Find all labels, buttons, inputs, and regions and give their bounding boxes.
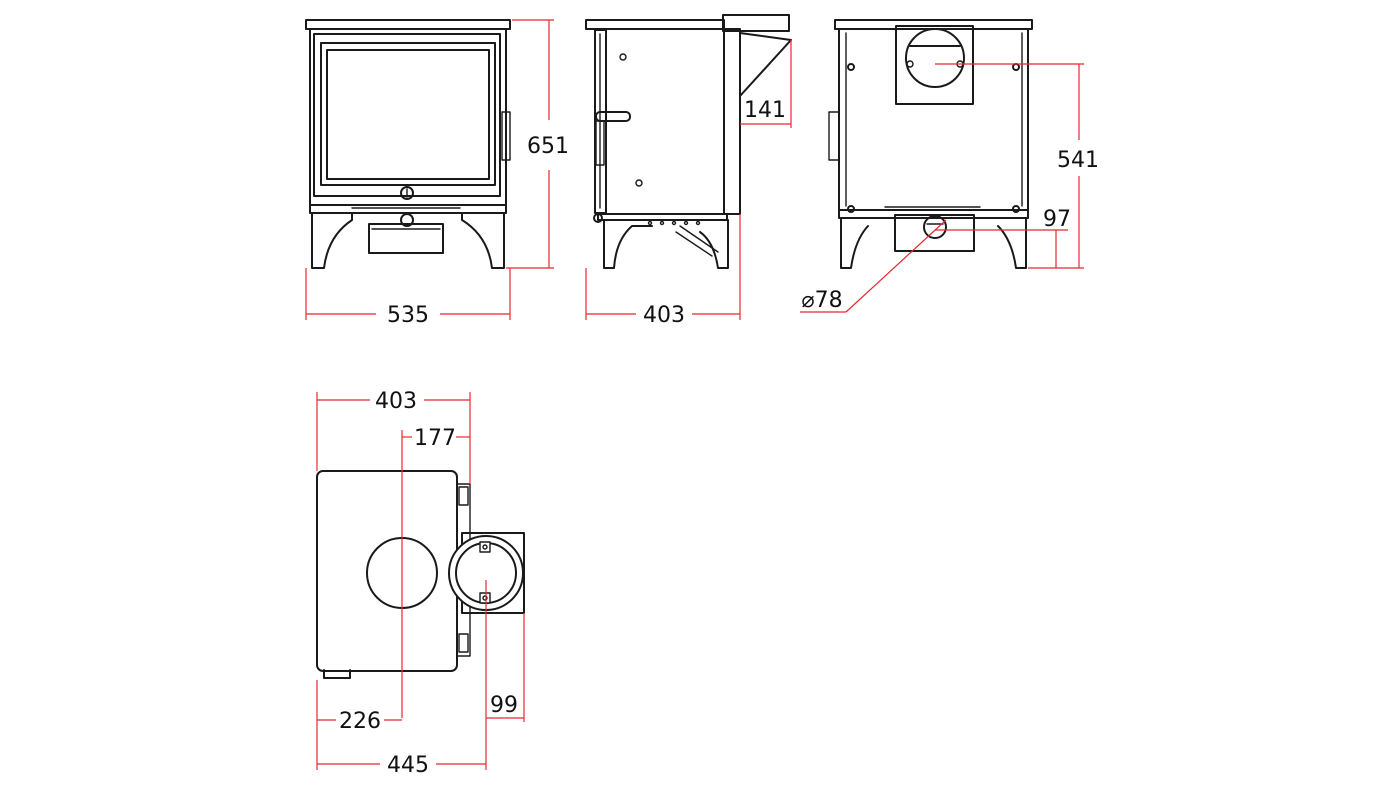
side-flue-collar	[722, 14, 790, 32]
side-base	[597, 213, 728, 221]
front-side-handle	[501, 111, 511, 161]
dim-rear-inlet-diameter: ⌀78	[801, 288, 842, 313]
dim-top-flue-from-left: 226	[339, 709, 381, 734]
dim-top-air-box-depth: 99	[490, 693, 518, 718]
front-base-ledge	[309, 204, 507, 214]
dim-top-total-depth: 445	[387, 753, 429, 778]
rear-flue-ring	[905, 28, 965, 88]
rear-leg-right	[997, 217, 1027, 269]
side-leg-rear	[699, 219, 729, 269]
front-air-knob	[400, 213, 414, 227]
dim-side-flue-offset: 141	[744, 98, 786, 123]
side-base-vents	[647, 220, 701, 226]
front-view	[305, 19, 511, 269]
front-top-plate	[305, 19, 511, 30]
side-top-plate	[585, 19, 725, 30]
side-rear-plate	[723, 28, 741, 215]
dimensions: 535 651 403 141 541 97 ⌀78	[305, 19, 1099, 778]
rear-top-plate	[834, 19, 1033, 30]
front-door	[320, 42, 496, 186]
side-handle-grip	[595, 120, 605, 166]
dim-front-width: 535	[387, 303, 429, 328]
rear-leg-left	[840, 217, 869, 269]
dim-rear-outlet-height: 541	[1057, 148, 1099, 173]
dim-front-height: 651	[527, 134, 569, 159]
front-leg-left	[311, 212, 353, 269]
side-door-handle	[595, 111, 631, 122]
front-glass	[326, 49, 490, 180]
rear-view	[828, 19, 1033, 269]
rear-base	[838, 209, 1029, 219]
rear-side-handle	[828, 111, 840, 161]
dim-rear-inlet-height: 97	[1043, 207, 1071, 232]
front-leg-right	[461, 212, 505, 269]
rear-air-inlet-box	[894, 214, 975, 252]
front-ash-pan	[368, 223, 444, 254]
rear-body	[838, 28, 1029, 211]
front-door-knob	[400, 186, 414, 200]
side-leg-front	[603, 219, 653, 269]
dim-side-depth: 403	[643, 303, 685, 328]
rear-air-inlet	[923, 215, 947, 239]
rear-flue-outlet	[895, 25, 974, 105]
side-view	[585, 14, 792, 269]
dim-top-flue-offset: 177	[414, 426, 456, 451]
top-handle-stub	[323, 669, 351, 679]
dim-top-depth: 403	[375, 389, 417, 414]
top-view	[316, 470, 525, 679]
front-door-frame	[313, 33, 501, 197]
side-heat-shield	[739, 32, 792, 97]
